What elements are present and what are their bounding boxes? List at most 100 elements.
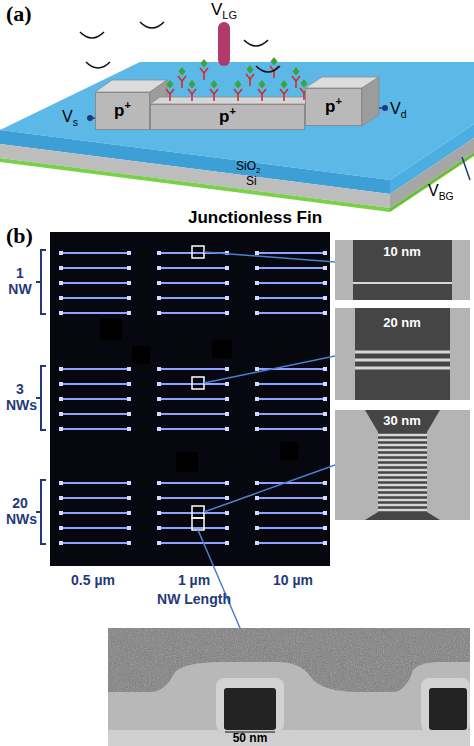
inset-sem-20nm <box>355 359 450 362</box>
layer-name: Si <box>246 175 257 188</box>
nanowire-array <box>59 367 131 431</box>
inset-sem-30nm <box>378 435 427 510</box>
fin-channel: p+ <box>150 104 305 130</box>
receptor-molecules <box>178 67 186 88</box>
sem-dark-blocks <box>212 340 232 358</box>
zoom-marker <box>192 246 204 258</box>
node-text: 20 nm <box>383 316 421 331</box>
receptor-molecules <box>270 57 278 78</box>
panel-letter: (a) <box>6 2 32 27</box>
node-text: 50 nm <box>233 732 268 745</box>
inset-sem-10nm <box>335 240 470 300</box>
nanowire-array <box>59 251 131 315</box>
substrate-slab <box>390 138 474 208</box>
receptor-molecules <box>188 80 196 101</box>
axis-title: NW Length <box>157 592 231 608</box>
signal-name: VBG <box>428 182 454 200</box>
axis-tick-label: 0.5 µm <box>71 573 115 589</box>
nanowire-array <box>59 481 131 545</box>
tem-cross-section <box>108 730 470 746</box>
node-text: p+ <box>114 101 131 120</box>
inset-sem-20nm <box>335 308 470 400</box>
tem-cross-section <box>108 628 470 746</box>
sem-inset: 20 nm <box>335 308 470 400</box>
zoom-marker <box>192 246 204 530</box>
signal-name: Vs <box>62 108 78 126</box>
liquid-waves <box>80 22 280 72</box>
nanowire-array <box>255 367 327 431</box>
tem-image: 50 nm <box>108 628 470 746</box>
inset-sem-30nm <box>335 410 470 520</box>
node-text: p+ <box>219 107 236 126</box>
script-text: BG <box>439 191 454 202</box>
inset-sem-20nm <box>450 308 470 400</box>
group-bracket <box>36 250 46 544</box>
script-text: + <box>335 96 341 108</box>
axis-tick-label: 10 µm <box>273 573 313 589</box>
zoom-leader-line <box>204 252 335 262</box>
terminal-wires <box>382 105 388 111</box>
receptor-molecules <box>280 80 288 101</box>
receptor-molecules <box>234 80 242 101</box>
source-pad: p+ <box>95 92 150 130</box>
receptor-molecules <box>166 80 174 101</box>
group-bracket <box>36 480 46 544</box>
sem-inset: 10 nm <box>335 240 470 300</box>
liquid-waves <box>140 22 164 28</box>
node-text: p+ <box>325 97 342 116</box>
substrate-slab <box>0 62 474 212</box>
sem-overview-image <box>50 232 330 566</box>
back-gate-wire <box>462 157 470 180</box>
substrate-slab <box>390 152 474 212</box>
row-group-label: 3 NWs <box>6 382 34 413</box>
fin-3d-faces <box>95 77 379 130</box>
tem-cross-section <box>224 688 276 730</box>
zoom-marker <box>192 506 204 518</box>
inset-sem-20nm <box>335 308 355 400</box>
row-group-label: 1 NW <box>6 266 34 297</box>
zoom-leader-line <box>198 252 335 628</box>
sem-inset: 30 nm <box>335 410 470 520</box>
group-bracket <box>36 366 46 430</box>
signal-name: VLG <box>211 0 237 19</box>
zoom-leader-line <box>204 465 335 512</box>
nanowire-array <box>157 367 229 431</box>
node-text: 30 nm <box>383 414 421 429</box>
substrate-slab <box>0 144 390 208</box>
sem-dark-blocks <box>280 442 298 460</box>
fin-3d-faces <box>150 97 315 104</box>
receptor-molecules <box>210 80 218 101</box>
inset-sem-20nm <box>355 351 450 354</box>
inset-sem-30nm <box>427 410 470 520</box>
liquid-waves <box>244 40 268 46</box>
liquid-waves <box>80 32 104 38</box>
liquid-gate-electrode <box>218 22 230 66</box>
script-text: d <box>401 109 407 120</box>
receptor-molecules <box>292 67 300 88</box>
tem-cross-section <box>108 628 470 746</box>
fin-3d-faces <box>362 77 379 126</box>
nanowire-array <box>157 481 229 545</box>
nanowire-array <box>59 251 327 545</box>
script-text: s <box>73 117 78 128</box>
sem-dark-blocks <box>132 346 150 364</box>
inset-sem-10nm <box>452 240 470 300</box>
inset-sem-10nm <box>335 240 353 300</box>
group-bracket <box>36 250 46 314</box>
tem-cross-section <box>216 678 284 732</box>
panel-letter: (b) <box>6 224 33 249</box>
layer-name: SiO2 <box>236 160 260 173</box>
inset-sem-20nm <box>355 367 450 370</box>
node-text: 10 nm <box>383 245 421 260</box>
tem-cross-section <box>108 628 470 746</box>
sem-dark-blocks <box>176 452 198 472</box>
receptor-molecules <box>246 65 254 86</box>
receptor-molecules <box>166 57 308 101</box>
liquid-waves <box>86 62 110 68</box>
tem-cross-section <box>421 678 470 732</box>
inset-sem-10nm <box>353 282 452 284</box>
script-text: LG <box>222 9 237 21</box>
tem-cross-section <box>108 662 470 746</box>
sem-dark-blocks <box>100 318 298 472</box>
